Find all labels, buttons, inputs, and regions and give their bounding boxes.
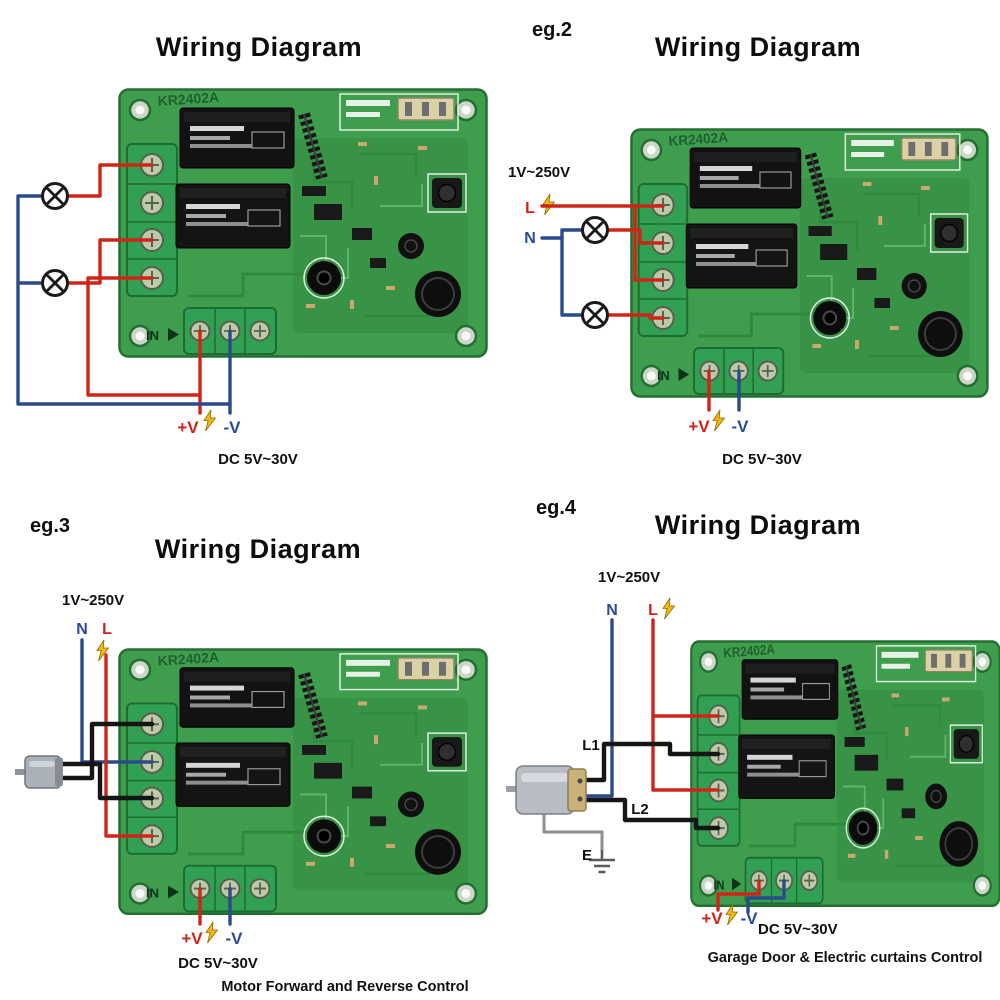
ac-voltage-label: 1V~250V (598, 569, 660, 586)
pcb-board-art (120, 90, 487, 357)
motor-icon (505, 765, 587, 815)
pcb-board-art (120, 649, 487, 913)
pcb-board-art (631, 130, 987, 397)
neutral-wire (16, 194, 44, 285)
dc-voltage-label: DC 5V~30V (218, 451, 298, 468)
panel-eg3: eg.3 Wiring Diagram KR2402A IN 1V~250V N… (0, 500, 500, 1000)
minus-v-label: -V (741, 909, 759, 928)
neutral-label: N (76, 621, 88, 638)
lamp-icon (41, 269, 69, 297)
in-arrow-icon (732, 877, 742, 891)
pcb-board: KR2402A IN (120, 89, 487, 357)
earth-wire (542, 812, 604, 852)
lightning-icon (662, 597, 675, 620)
plus-v-label: +V (177, 418, 199, 437)
caption: Motor Forward and Reverse Control (221, 979, 468, 995)
earth-ground-icon (587, 848, 617, 874)
relay-output-wire-red (605, 228, 665, 245)
board-in-label: IN (146, 886, 159, 901)
dc-voltage-label: DC 5V~30V (178, 955, 258, 972)
pcb-board: KR2402A IN (691, 641, 999, 906)
motor-icon (14, 755, 64, 789)
live-wire (651, 618, 720, 792)
relay-output-wire-red (67, 163, 154, 198)
dc-voltage-label: DC 5V~30V (722, 451, 802, 468)
panel-title: Wiring Diagram (156, 32, 362, 62)
panel-title: Wiring Diagram (655, 510, 861, 540)
plus-v-label: +V (701, 909, 723, 928)
motor-wire (58, 721, 155, 781)
minus-v-label: -V (224, 418, 242, 437)
minus-v-label: -V (732, 417, 750, 436)
board-in-label: IN (657, 368, 670, 383)
lamp-icon (581, 301, 609, 329)
eg-label: eg.4 (536, 500, 577, 519)
board-model-label: KR2402A (668, 130, 729, 149)
pcb-board: KR2402A IN (120, 649, 487, 914)
live-wire (104, 653, 154, 838)
panel-title: Wiring Diagram (655, 32, 861, 62)
panel-eg1-diagram: Wiring Diagram KR2402A IN +V -V DC 5V~30… (16, 32, 500, 468)
neutral-label: N (524, 230, 536, 247)
ac-voltage-label: 1V~250V (62, 592, 124, 609)
live-label: L (525, 200, 535, 217)
lightning-icon (205, 921, 218, 944)
live-label: L (102, 621, 112, 638)
supply-plus-wire (716, 879, 761, 912)
caption: Garage Door & Electric curtains Control (708, 950, 983, 966)
eg-label: eg.2 (532, 19, 572, 41)
plus-v-label: +V (688, 417, 710, 436)
ac-voltage-label: 1V~250V (508, 164, 570, 181)
relay-output-wire-red (605, 313, 665, 320)
in-arrow-icon (168, 885, 179, 899)
lamp-icon (581, 216, 609, 244)
earth-label: E (582, 847, 592, 864)
l1-label: L1 (582, 737, 600, 754)
neutral-wire (540, 228, 585, 240)
motor-wire-l2 (577, 797, 721, 831)
eg-label: eg.3 (30, 515, 70, 537)
relay-output-wire-red (67, 238, 154, 285)
pcb-board-art (691, 641, 999, 905)
live-label: L (648, 602, 658, 619)
supply-minus-wire (746, 879, 786, 914)
panel-eg2: eg.2 Wiring Diagram KR2402A IN 1V~250V L… (500, 0, 1000, 500)
board-model-label: KR2402A (723, 641, 775, 661)
plus-v-label: +V (181, 929, 203, 948)
relay-output-wire-red (86, 276, 202, 397)
board-in-label: IN (714, 878, 725, 893)
panel-eg4: eg.4 Wiring Diagram KR2402A IN 1V~250V N… (500, 500, 1000, 1000)
neutral-wire (16, 281, 232, 406)
lamp-icon (41, 182, 69, 210)
panel-eg4-diagram: eg.4 Wiring Diagram KR2402A IN 1V~250V N… (505, 500, 1000, 966)
neutral-wire (560, 236, 585, 317)
panel-eg3-diagram: eg.3 Wiring Diagram KR2402A IN 1V~250V N… (14, 515, 500, 995)
board-model-label: KR2402A (157, 649, 219, 669)
l2-label: L2 (631, 801, 649, 818)
pcb-board: KR2402A IN (631, 130, 987, 397)
motor-wire (58, 761, 155, 801)
in-arrow-icon (168, 328, 179, 341)
panel-eg2-diagram: eg.2 Wiring Diagram KR2402A IN 1V~250V L… (508, 19, 1000, 468)
board-model-label: KR2402A (157, 89, 219, 109)
neutral-wire (578, 618, 614, 798)
board-in-label: IN (146, 328, 159, 343)
motor-wire-l1 (577, 741, 721, 783)
in-arrow-icon (678, 368, 690, 381)
panel-eg1: Wiring Diagram KR2402A IN +V -V DC 5V~30… (0, 0, 500, 500)
lightning-icon (712, 409, 725, 432)
minus-v-label: -V (226, 929, 244, 948)
panel-title: Wiring Diagram (155, 534, 361, 564)
dc-voltage-label: DC 5V~30V (758, 921, 838, 938)
neutral-label: N (606, 602, 618, 619)
lightning-icon (725, 903, 738, 926)
lightning-icon (203, 409, 216, 432)
